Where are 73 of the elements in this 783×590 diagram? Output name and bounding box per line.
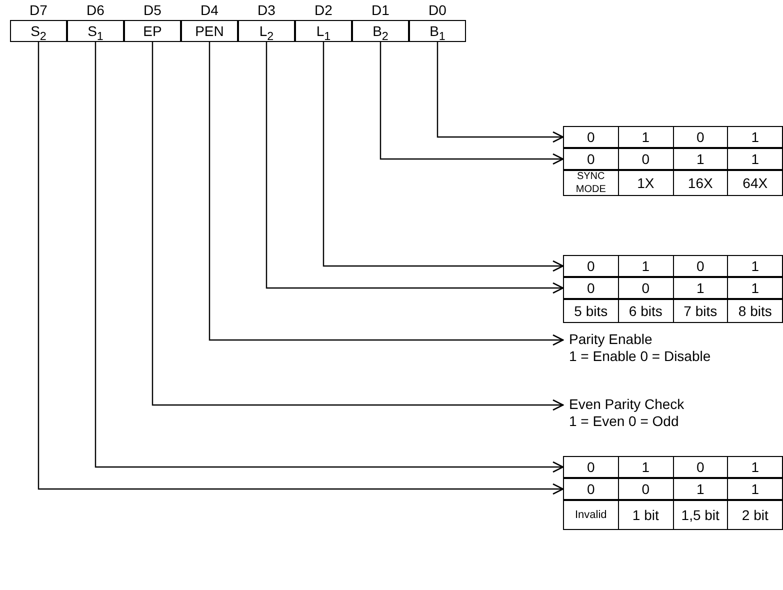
table-cell: 1 bit xyxy=(618,501,672,529)
table-cell: 0 xyxy=(618,149,672,169)
table-cell: 0 xyxy=(672,127,728,147)
table-cell: 0 xyxy=(672,256,728,276)
table-cell: 1X xyxy=(618,171,672,195)
table-row xyxy=(563,148,783,170)
bit-label: D3 xyxy=(256,2,276,18)
field-description: 1 = Enable 0 = Disable xyxy=(569,348,712,365)
register-field: L$_{2}$ xyxy=(238,20,295,42)
table-cell: 1 xyxy=(727,479,782,499)
bit-label: D2 xyxy=(314,2,334,18)
arrow xyxy=(38,42,564,495)
table-cell: 1 xyxy=(672,479,728,499)
table-cell-text: 0 xyxy=(586,150,596,168)
table-cell: 1 xyxy=(727,149,782,169)
arrow xyxy=(380,42,564,165)
table-cell: 16X xyxy=(672,171,728,195)
field-description: 1 = Even 0 = Odd xyxy=(569,413,680,430)
table-cell: 2 bit xyxy=(727,501,782,529)
table-row xyxy=(563,170,783,196)
arrow xyxy=(322,42,564,272)
bit-label: D0 xyxy=(428,2,448,18)
table-row xyxy=(563,500,783,530)
arrow xyxy=(94,42,564,473)
register-field: B$_{1}$ xyxy=(409,20,466,42)
bit-label: D5 xyxy=(142,2,162,18)
table-cell: 1,5 bit xyxy=(672,501,728,529)
table-cell-text: 0 xyxy=(586,256,596,276)
table-cell: 1 xyxy=(672,149,728,169)
table-cell: 64X xyxy=(727,171,782,195)
field-heading: Parity Enable xyxy=(569,331,654,348)
arrow xyxy=(152,42,564,411)
arrow xyxy=(208,42,564,346)
table-cell-text: 5 bits xyxy=(573,302,609,320)
table-cell-text: Invalid xyxy=(574,508,608,522)
bit-label: D7 xyxy=(28,2,48,18)
arrow xyxy=(436,42,564,143)
field-heading: Even Parity Check xyxy=(569,396,686,413)
table-cell-text: SYNC MODE xyxy=(574,171,607,195)
register-field: L$_{1}$ xyxy=(295,20,352,42)
register-field: EP xyxy=(124,20,181,42)
table-cell-text: 0 xyxy=(586,480,596,498)
table-cell: 1 xyxy=(727,256,782,276)
table-cell: 7 bits xyxy=(672,300,728,322)
table-cell: 8 bits xyxy=(727,300,782,322)
table-cell-text: 0 xyxy=(586,128,596,146)
table-cell: 1 xyxy=(618,256,672,276)
table-cell: 0 xyxy=(618,278,672,298)
bit-label: D1 xyxy=(370,2,390,18)
bit-label: D4 xyxy=(200,2,220,18)
table-cell-text: 0 xyxy=(586,458,596,476)
register-field: S$_{1}$ xyxy=(67,20,124,42)
table-cell: 1 xyxy=(727,127,782,147)
table-row xyxy=(563,478,783,500)
register-field: PEN xyxy=(181,20,238,42)
table-row xyxy=(563,255,783,277)
table-cell: 1 xyxy=(727,457,782,477)
arrow xyxy=(266,42,564,294)
table-cell: 1 xyxy=(727,278,782,298)
table-row xyxy=(563,126,783,148)
register-field: B$_{2}$ xyxy=(352,20,409,42)
register-field: S$_{2}$ xyxy=(10,20,67,42)
table-cell: 1 xyxy=(618,457,672,477)
table-cell-text: 0 xyxy=(586,278,596,298)
table-row xyxy=(563,456,783,478)
table-row xyxy=(563,299,783,323)
table-cell: 1 xyxy=(618,127,672,147)
bit-label: D6 xyxy=(86,2,106,18)
table-cell: 6 bits xyxy=(618,300,672,322)
table-cell: 0 xyxy=(618,479,672,499)
table-row xyxy=(563,277,783,299)
table-cell: 1 xyxy=(672,278,728,298)
table-cell: 0 xyxy=(672,457,728,477)
